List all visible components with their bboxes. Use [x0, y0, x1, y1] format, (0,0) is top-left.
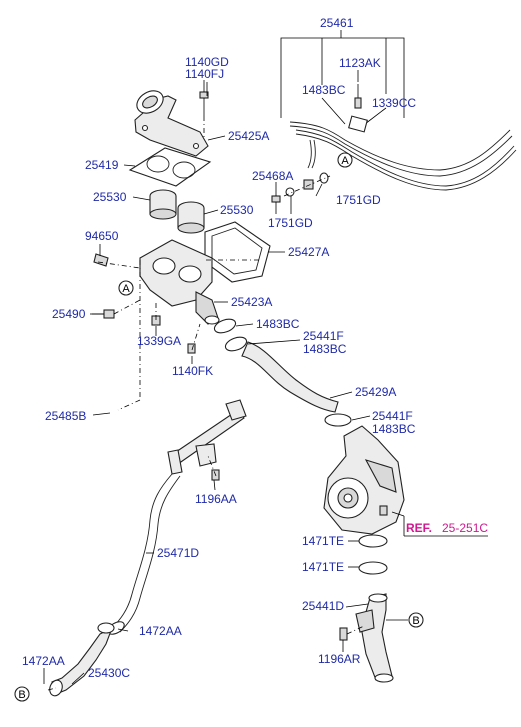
svg-text:A: A [122, 283, 130, 295]
water-pump [323, 425, 405, 535]
thermostat-housing-cover [134, 80, 209, 157]
marker-b-left: B [14, 686, 30, 702]
label-1471TE-upper[interactable]: 1471TE [302, 534, 344, 548]
label-1339GA[interactable]: 1339GA [137, 334, 181, 348]
ref-25-251C[interactable]: 25-251C [442, 521, 488, 535]
label-25441F-upper[interactable]: 25441F [303, 329, 344, 343]
marker-a-right: A [337, 152, 353, 168]
group-25461-bracket [280, 30, 405, 125]
label-25430C[interactable]: 25430C [88, 666, 130, 680]
label-25423A[interactable]: 25423A [231, 295, 272, 309]
label-1472AA-left[interactable]: 1472AA [22, 654, 65, 668]
label-1483BC-mid[interactable]: 1483BC [256, 317, 300, 331]
label-25530-right[interactable]: 25530 [220, 203, 254, 217]
label-1471TE-lower[interactable]: 1471TE [302, 560, 344, 574]
label-1483BC-lower[interactable]: 1483BC [372, 422, 416, 436]
label-1196AA[interactable]: 1196AA [195, 492, 237, 506]
label-1196AR[interactable]: 1196AR [318, 652, 361, 666]
pipe-25441D [339, 593, 408, 683]
label-25441D[interactable]: 25441D [302, 599, 344, 613]
label-25429A[interactable]: 25429A [355, 385, 396, 399]
label-1483BC-top[interactable]: 1483BC [302, 83, 346, 97]
svg-text:B: B [18, 689, 25, 701]
label-25471D[interactable]: 25471D [157, 546, 199, 560]
label-25441F-lower[interactable]: 25441F [372, 409, 413, 423]
svg-text:B: B [412, 615, 419, 627]
label-25425A[interactable]: 25425A [228, 129, 269, 143]
leader-lines [43, 82, 488, 685]
label-25419[interactable]: 25419 [85, 158, 119, 172]
label-1339CC[interactable]: 1339CC [372, 96, 416, 110]
label-1140GD[interactable]: 1140GD [185, 55, 229, 69]
label-1751GD-right[interactable]: 1751GD [336, 193, 381, 207]
label-25468A[interactable]: 25468A [252, 169, 293, 183]
label-1472AA-right[interactable]: 1472AA [139, 624, 182, 638]
label-1123AK[interactable]: 1123AK [339, 56, 381, 70]
pipe-25471D [107, 399, 247, 635]
label-1751GD-left[interactable]: 1751GD [268, 216, 313, 230]
label-1483BC-upper[interactable]: 1483BC [303, 342, 347, 356]
upper-hose-assembly [90, 309, 352, 427]
marker-b-right: B [408, 612, 424, 628]
ref-prefix[interactable]: REF. [406, 521, 432, 535]
label-94650[interactable]: 94650 [85, 229, 119, 243]
thermostat-pair-25530 [149, 189, 205, 234]
hose-line-25461 [289, 84, 517, 191]
label-25530-left[interactable]: 25530 [93, 190, 127, 204]
label-25427A[interactable]: 25427A [288, 245, 329, 259]
clamps-1471TE [358, 534, 388, 575]
label-1140FJ[interactable]: 1140FJ [185, 67, 224, 81]
label-25461[interactable]: 25461 [320, 16, 354, 30]
svg-text:A: A [341, 155, 349, 167]
label-25490[interactable]: 25490 [52, 307, 86, 321]
hose-25430C [49, 622, 115, 697]
gasket-plate-25427A [204, 221, 271, 283]
label-25485B[interactable]: 25485B [45, 409, 86, 423]
label-1140FK[interactable]: 1140FK [172, 364, 213, 378]
thermostat-housing-25423A [93, 239, 220, 325]
assembly-centre-lines [47, 116, 365, 691]
gasket-25419 [128, 147, 212, 187]
marker-a-left: A [118, 280, 134, 296]
